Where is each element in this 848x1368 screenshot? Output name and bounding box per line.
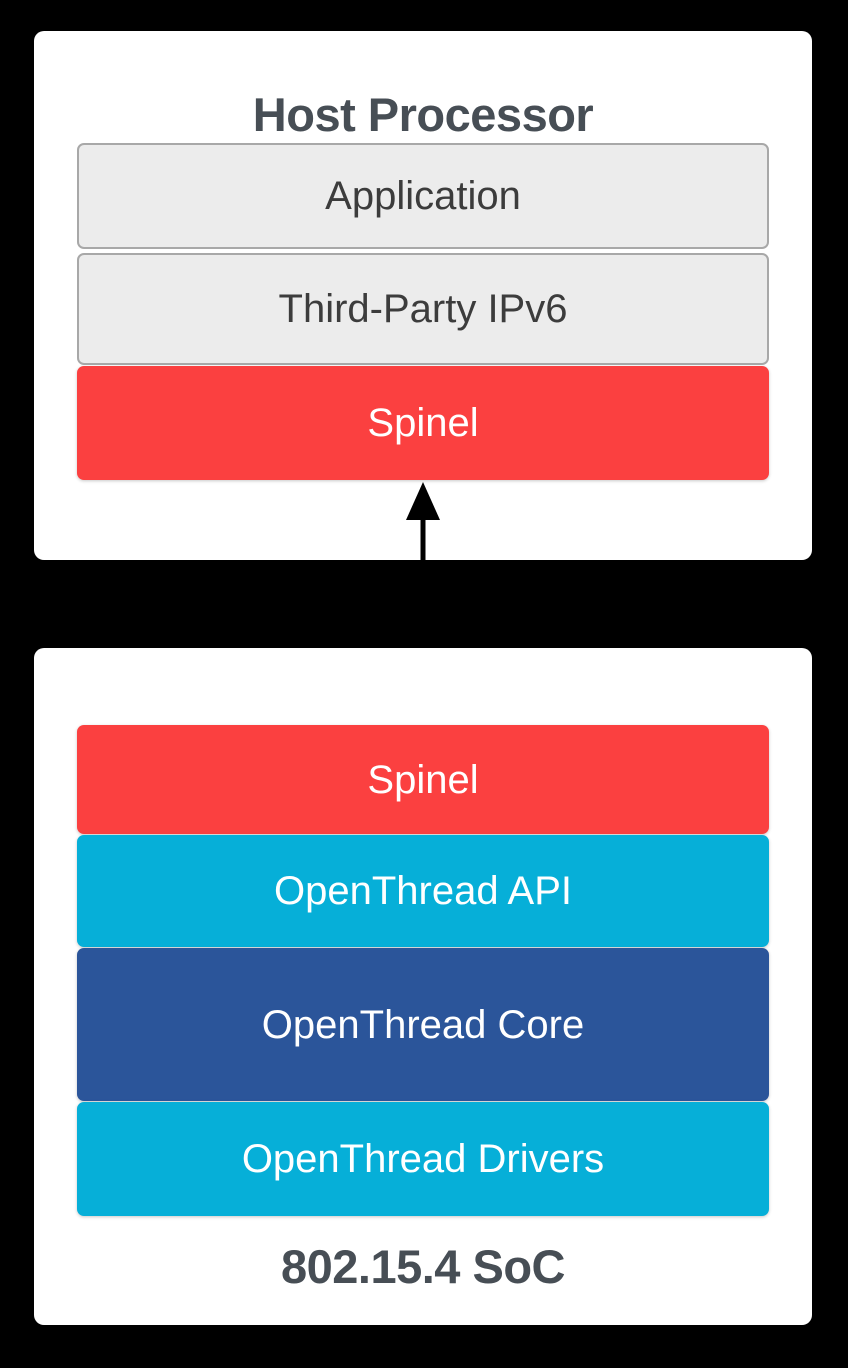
layer-label: OpenThread API xyxy=(274,869,572,913)
soc-card: Spinel OpenThread API OpenThread Core Op… xyxy=(34,648,812,1325)
layer-openthread-drivers: OpenThread Drivers xyxy=(77,1102,769,1216)
layer-openthread-api: OpenThread API xyxy=(77,835,769,947)
host-processor-title: Host Processor xyxy=(252,88,594,141)
layer-application: Application xyxy=(77,143,769,249)
layer-label: Application xyxy=(325,174,521,218)
layer-label: Third-Party IPv6 xyxy=(278,287,568,331)
layer-openthread-core: OpenThread Core xyxy=(77,948,769,1101)
layer-label: OpenThread Core xyxy=(261,1002,585,1047)
layer-label: Spinel xyxy=(367,757,479,802)
layer-third-party-ipv6: Third-Party IPv6 xyxy=(77,253,769,365)
host-processor-card: Host Processor Application Third-Party I… xyxy=(34,31,812,560)
layer-label: Spinel xyxy=(367,401,479,445)
layer-label: OpenThread Drivers xyxy=(241,1137,605,1181)
soc-title: 802.15.4 SoC xyxy=(280,1240,566,1293)
layer-spinel-host: Spinel xyxy=(77,366,769,480)
host-layer-stack: Application Third-Party IPv6 Spinel xyxy=(77,143,769,480)
layer-spinel-soc: Spinel xyxy=(77,725,769,834)
soc-layer-stack: Spinel OpenThread API OpenThread Core Op… xyxy=(77,725,769,1216)
